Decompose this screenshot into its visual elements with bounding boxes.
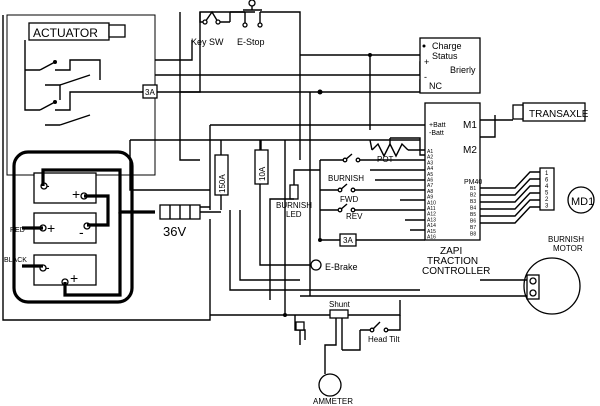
status-label: Status <box>432 51 458 61</box>
transaxle: TRANSAXLE <box>512 102 589 122</box>
conn-pins-5: 3 <box>545 204 549 210</box>
fuse-150a-label: 150A <box>218 174 227 193</box>
a-pins-3: A4 <box>427 166 433 172</box>
fuse-10a-label: 10A <box>258 166 267 181</box>
zapi-label: ZAPI <box>440 246 462 257</box>
head-tilt-label: Head Tilt <box>368 335 400 344</box>
b-pins-6: B7 <box>470 225 476 231</box>
charge-minus: - <box>424 72 427 82</box>
key-sw-label: Key SW <box>191 37 224 47</box>
traction-label: TRACTION <box>427 256 478 267</box>
bat2-minus: - <box>79 224 84 240</box>
a-pins-9: A10 <box>427 200 436 206</box>
burnish-motor-label-2: MOTOR <box>553 244 583 253</box>
brierly-label: Brierly <box>450 65 476 75</box>
burnish-switch-label: BURNISH <box>328 174 364 183</box>
batt-minus-label: -Batt <box>429 130 444 137</box>
b-pins-3: B4 <box>470 206 476 212</box>
controller-label: CONTROLLER <box>422 266 490 277</box>
burnish-motor-label-1: BURNISH <box>548 235 584 244</box>
battery-connector: 36V <box>159 204 201 239</box>
shunt: Shunt <box>329 300 351 319</box>
e-brake-label: E-Brake <box>325 262 358 272</box>
zapi-controller: +Batt -Batt M1 M2 PM40 A1A2A3A4A5A6A7A8A… <box>422 102 490 277</box>
a-pins-5: A6 <box>427 178 433 184</box>
black-label: BLACK <box>4 257 27 264</box>
a-pins-15: A16 <box>427 235 436 241</box>
ammeter: AMMETER <box>313 373 353 406</box>
actuator: ACTUATOR <box>6 14 156 176</box>
fuse-3a-top-label: 3A <box>145 88 155 97</box>
charge-status: Charge Status + Brierly - NC <box>419 37 481 94</box>
b-pins-0: B1 <box>470 186 476 192</box>
a-pins-6: A7 <box>427 183 433 189</box>
batt-plus-label: +Batt <box>429 122 446 129</box>
conn-pins-3: 5 <box>545 191 549 197</box>
head-tilt: Head Tilt <box>360 315 401 344</box>
m2-label: M2 <box>463 145 477 156</box>
pm40-label: PM40 <box>464 179 482 186</box>
e-stop-label: E-Stop <box>237 37 265 47</box>
a-pins-8: A9 <box>427 195 433 201</box>
a-pins-2: A3 <box>427 160 433 166</box>
a-pins-13: A14 <box>427 223 436 229</box>
bat3-plus: + <box>70 270 78 286</box>
conn-pins-1: 6 <box>545 178 549 184</box>
md1-label: MD1 <box>571 196 594 208</box>
burnish-led-label-2: LED <box>286 210 302 219</box>
a-pins-0: A1 <box>427 149 433 155</box>
a-pins-12: A13 <box>427 217 436 223</box>
bat1-plus: + <box>72 186 80 202</box>
rev-label: REV <box>346 212 363 221</box>
fuse-3a-mid-label: 3A <box>343 236 353 245</box>
charge-label: Charge <box>432 41 462 51</box>
a-pins-4: A5 <box>427 172 433 178</box>
conn-pins-4: 2 <box>545 197 549 203</box>
burnish-led-label-1: BURNISH <box>276 201 312 210</box>
voltage-label: 36V <box>163 224 186 239</box>
burnish-led: BURNISH LED <box>276 184 312 219</box>
b-pins-2: B3 <box>470 199 476 205</box>
a-pins-11: A12 <box>427 212 436 218</box>
bat3-minus: - <box>45 259 50 275</box>
a-pins-10: A11 <box>427 206 436 212</box>
ammeter-label: AMMETER <box>313 397 353 406</box>
shunt-label: Shunt <box>329 300 351 309</box>
a-pins-7: A8 <box>427 189 433 195</box>
burnish-motor: BURNISH MOTOR <box>523 235 584 315</box>
transaxle-label: TRANSAXLE <box>529 109 589 120</box>
fuse-3a-mid <box>339 233 357 247</box>
b-pins-5: B6 <box>470 219 476 225</box>
conn-pins-2: 4 <box>545 184 549 190</box>
key-switch: Key SW <box>191 10 231 47</box>
e-brake: E-Brake <box>310 259 358 272</box>
actuator-label: ACTUATOR <box>33 26 98 40</box>
b-pins-1: B2 <box>470 193 476 199</box>
m1-label: M1 <box>463 120 477 131</box>
bat2-plus: + <box>47 220 55 236</box>
wire-actuator-top <box>100 11 255 93</box>
a-pins-1: A2 <box>427 155 433 161</box>
e-stop: E-Stop <box>237 0 265 47</box>
nc-label: NC <box>429 81 442 91</box>
b-pins-4: B5 <box>470 212 476 218</box>
charge-plus: + <box>424 57 429 67</box>
red-label: RED <box>10 227 25 234</box>
fwd-label: FWD <box>340 195 358 204</box>
a-pins-14: A15 <box>427 229 436 235</box>
b-pins-7: B8 <box>470 232 476 238</box>
conn-pins-0: 1 <box>545 171 549 177</box>
fuse-3a-top <box>142 84 158 99</box>
